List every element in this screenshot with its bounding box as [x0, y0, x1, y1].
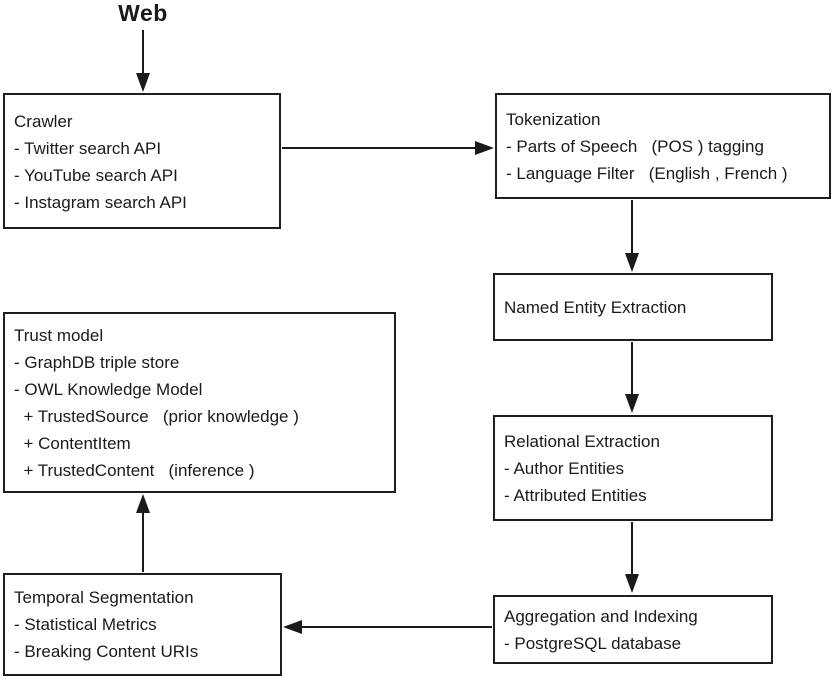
arrow-aggregation-to-temporal	[283, 620, 492, 634]
node-trust-line: + TrustedContent (inference )	[14, 461, 255, 480]
node-named-entity-title: Named Entity Extraction	[504, 297, 687, 317]
arrow-named-entity-to-relational	[625, 342, 639, 413]
node-crawler-line: - YouTube search API	[14, 166, 178, 185]
node-trust-line: + ContentItem	[14, 434, 131, 453]
arrow-temporal-to-trust	[136, 494, 150, 572]
node-trust-line: - GraphDB triple store	[14, 353, 180, 372]
node-temporal-line: - Statistical Metrics	[14, 615, 157, 634]
arrow-tokenization-to-named-entity	[625, 200, 639, 272]
node-relational-extraction: Relational Extraction - Author Entities …	[493, 415, 773, 521]
node-trust-title: Trust model	[14, 326, 104, 345]
node-aggregation-line: - PostgreSQL database	[504, 634, 682, 653]
node-temporal-title: Temporal Segmentation	[14, 588, 194, 607]
node-relational-title: Relational Extraction	[504, 432, 660, 451]
node-relational-line: - Attributed Entities	[504, 486, 647, 505]
node-temporal-segmentation: Temporal Segmentation - Statistical Metr…	[3, 573, 282, 676]
node-tokenization-line: - Language Filter (English , French )	[506, 164, 788, 183]
node-crawler-line: - Instagram search API	[14, 193, 187, 212]
node-tokenization-title: Tokenization	[506, 110, 601, 129]
node-crawler-title: Crawler	[14, 112, 73, 131]
node-trust-model: Trust model - GraphDB triple store - OWL…	[3, 312, 396, 493]
node-tokenization: Tokenization - Parts of Speech (POS ) ta…	[495, 93, 831, 199]
arrow-relational-to-aggregation	[625, 522, 639, 593]
web-source-label: Web	[118, 0, 168, 26]
arrow-web-to-crawler	[136, 30, 150, 92]
node-aggregation-title: Aggregation and Indexing	[504, 607, 698, 626]
node-aggregation-indexing: Aggregation and Indexing - PostgreSQL da…	[493, 595, 773, 664]
node-tokenization-line: - Parts of Speech (POS ) tagging	[506, 137, 764, 156]
node-relational-line: - Author Entities	[504, 459, 625, 478]
node-named-entity-extraction: Named Entity Extraction	[493, 273, 773, 341]
node-temporal-line: - Breaking Content URIs	[14, 642, 199, 661]
node-trust-line: + TrustedSource (prior knowledge )	[14, 407, 299, 426]
node-crawler-line: - Twitter search API	[14, 139, 162, 158]
node-crawler: Crawler - Twitter search API - YouTube s…	[3, 93, 281, 229]
node-trust-line: - OWL Knowledge Model	[14, 380, 203, 399]
arrow-crawler-to-tokenization	[282, 141, 494, 155]
